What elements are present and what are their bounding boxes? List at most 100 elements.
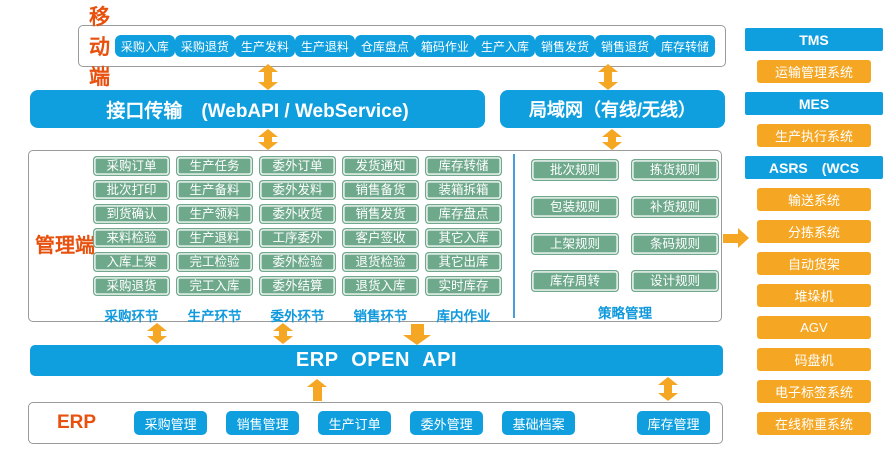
external-system-header: TMS: [745, 28, 883, 51]
external-system-header: MES: [745, 92, 883, 115]
erp-module: 委外管理: [410, 411, 484, 435]
external-system-header: ASRS (WCS: [745, 156, 883, 179]
double-arrow-icon: [146, 323, 168, 344]
management-node: 生产任务: [176, 156, 253, 176]
strategy-node: 补货规则: [631, 196, 719, 218]
external-subsystem: AGV: [757, 316, 871, 339]
external-subsystem: 分拣系统: [757, 220, 871, 243]
management-node: 委外检验: [259, 252, 336, 272]
management-node: 完工检验: [176, 252, 253, 272]
external-subsystem: 码盘机: [757, 348, 871, 371]
mobile-node: 库存转储: [654, 35, 715, 57]
management-columns: 采购订单批次打印到货确认来料检验入库上架采购退货采购环节 生产任务生产备料生产领料…: [93, 156, 502, 325]
management-node: 发货通知: [342, 156, 419, 176]
external-subsystem: 生产执行系统: [757, 124, 871, 147]
erp-open-api-bar: ERP OPEN API: [30, 345, 723, 376]
erp-tier-box: ERP 采购管理销售管理生产订单委外管理基础档案 库存管理: [28, 402, 723, 444]
management-node: 入库上架: [93, 252, 170, 272]
management-node: 库存盘点: [425, 204, 502, 224]
management-node: 生产领料: [176, 204, 253, 224]
management-node: 退货入库: [342, 276, 419, 296]
management-node: 装箱拆箱: [425, 180, 502, 200]
management-node: 生产退料: [176, 228, 253, 248]
strategy-node: 条码规则: [631, 233, 719, 255]
management-column-footer: 委外环节: [270, 309, 325, 324]
mobile-node: 生产退料: [294, 35, 355, 57]
management-node: 销售发货: [342, 204, 419, 224]
strategy-grid: 批次规则拣货规则包装规则补货规则上架规则条码规则库存周转设计规则: [531, 159, 719, 292]
strategy-node: 库存周转: [531, 270, 619, 292]
strategy-section: 批次规则拣货规则包装规则补货规则上架规则条码规则库存周转设计规则 策略管理: [531, 159, 719, 322]
double-arrow-icon: [597, 64, 619, 90]
mobile-node: 生产入库: [474, 35, 535, 57]
management-node: 实时库存: [425, 276, 502, 296]
management-column: 发货通知销售备货销售发货客户签收退货检验退货入库销售环节: [342, 156, 419, 325]
mobile-tier-box: 移动端 采购入库采购退货生产发料生产退料仓库盘点箱码作业生产入库销售发货销售退货…: [78, 6, 726, 89]
double-arrow-icon: [272, 323, 294, 344]
double-arrow-icon: [257, 64, 279, 90]
erp-module-inventory: 库存管理: [637, 411, 710, 435]
management-column-footer: 生产环节: [187, 309, 242, 324]
management-column: 库存转储装箱拆箱库存盘点其它入库其它出库实时库存库内作业: [425, 156, 502, 325]
mobile-node: 采购入库: [114, 35, 175, 57]
management-node: 委外收货: [259, 204, 336, 224]
management-node: 客户签收: [342, 228, 419, 248]
management-node: 完工入库: [176, 276, 253, 296]
external-subsystem: 输送系统: [757, 188, 871, 211]
external-subsystem: 运输管理系统: [757, 60, 871, 83]
management-column: 生产任务生产备料生产领料生产退料完工检验完工入库生产环节: [176, 156, 253, 325]
strategy-node: 上架规则: [531, 233, 619, 255]
erp-module: 采购管理: [134, 411, 208, 435]
management-node: 销售备货: [342, 180, 419, 200]
management-node: 采购订单: [93, 156, 170, 176]
strategy-node: 设计规则: [631, 270, 719, 292]
double-arrow-icon: [657, 377, 679, 401]
erp-tier-label: ERP: [57, 412, 97, 433]
management-node: 到货确认: [93, 204, 170, 224]
management-node: 委外发料: [259, 180, 336, 200]
double-arrow-icon: [601, 129, 623, 150]
management-node: 工序委外: [259, 228, 336, 248]
erp-module: 生产订单: [318, 411, 392, 435]
mobile-node: 销售退货: [594, 35, 655, 57]
management-node: 来料检验: [93, 228, 170, 248]
management-column-footer: 采购环节: [104, 309, 159, 324]
management-node: 其它入库: [425, 228, 502, 248]
external-systems-panel: TMS 运输管理系统 MES 生产执行系统 ASRS (WCS 输送系统分拣系统自动货架堆…: [745, 28, 883, 435]
lan-bar: 局域网（有线/无线）: [500, 90, 725, 128]
management-node: 其它出库: [425, 252, 502, 272]
erp-button-row: 采购管理销售管理生产订单委外管理基础档案: [134, 411, 576, 435]
management-node: 退货检验: [342, 252, 419, 272]
erp-module: 基础档案: [502, 411, 576, 435]
management-column-footer: 销售环节: [353, 309, 408, 324]
up-arrow-icon: [306, 379, 328, 401]
management-column: 委外订单委外发料委外收货工序委外委外检验委外结算委外环节: [259, 156, 336, 325]
management-node: 生产备料: [176, 180, 253, 200]
strategy-footer-label: 策略管理: [598, 306, 652, 321]
interface-transport-bar: 接口传输 (WebAPI / WebService): [30, 90, 485, 128]
management-tier-label: 管理端: [35, 235, 95, 257]
mobile-node: 生产发料: [234, 35, 295, 57]
external-subsystem: 在线称重系统: [757, 412, 871, 435]
mobile-node: 箱码作业: [414, 35, 475, 57]
erp-module: 销售管理: [226, 411, 300, 435]
external-subsystem: 堆垛机: [757, 284, 871, 307]
down-arrow-icon: [403, 324, 431, 345]
management-node: 库存转储: [425, 156, 502, 176]
strategy-node: 包装规则: [531, 196, 619, 218]
vertical-divider: [513, 154, 515, 318]
management-node: 采购退货: [93, 276, 170, 296]
mobile-tier-label: 移动端: [89, 6, 110, 89]
management-node: 批次打印: [93, 180, 170, 200]
mobile-node: 采购退货: [174, 35, 235, 57]
mobile-node: 销售发货: [534, 35, 595, 57]
management-node: 委外结算: [259, 276, 336, 296]
external-subsystem: 自动货架: [757, 252, 871, 275]
strategy-node: 拣货规则: [631, 159, 719, 181]
right-arrow-icon: [723, 228, 749, 248]
double-arrow-icon: [257, 129, 279, 150]
external-subsystem: 电子标签系统: [757, 380, 871, 403]
management-node: 委外订单: [259, 156, 336, 176]
management-tier-box: 管理端 采购订单批次打印到货确认来料检验入库上架采购退货采购环节 生产任务生产备料…: [28, 150, 722, 325]
